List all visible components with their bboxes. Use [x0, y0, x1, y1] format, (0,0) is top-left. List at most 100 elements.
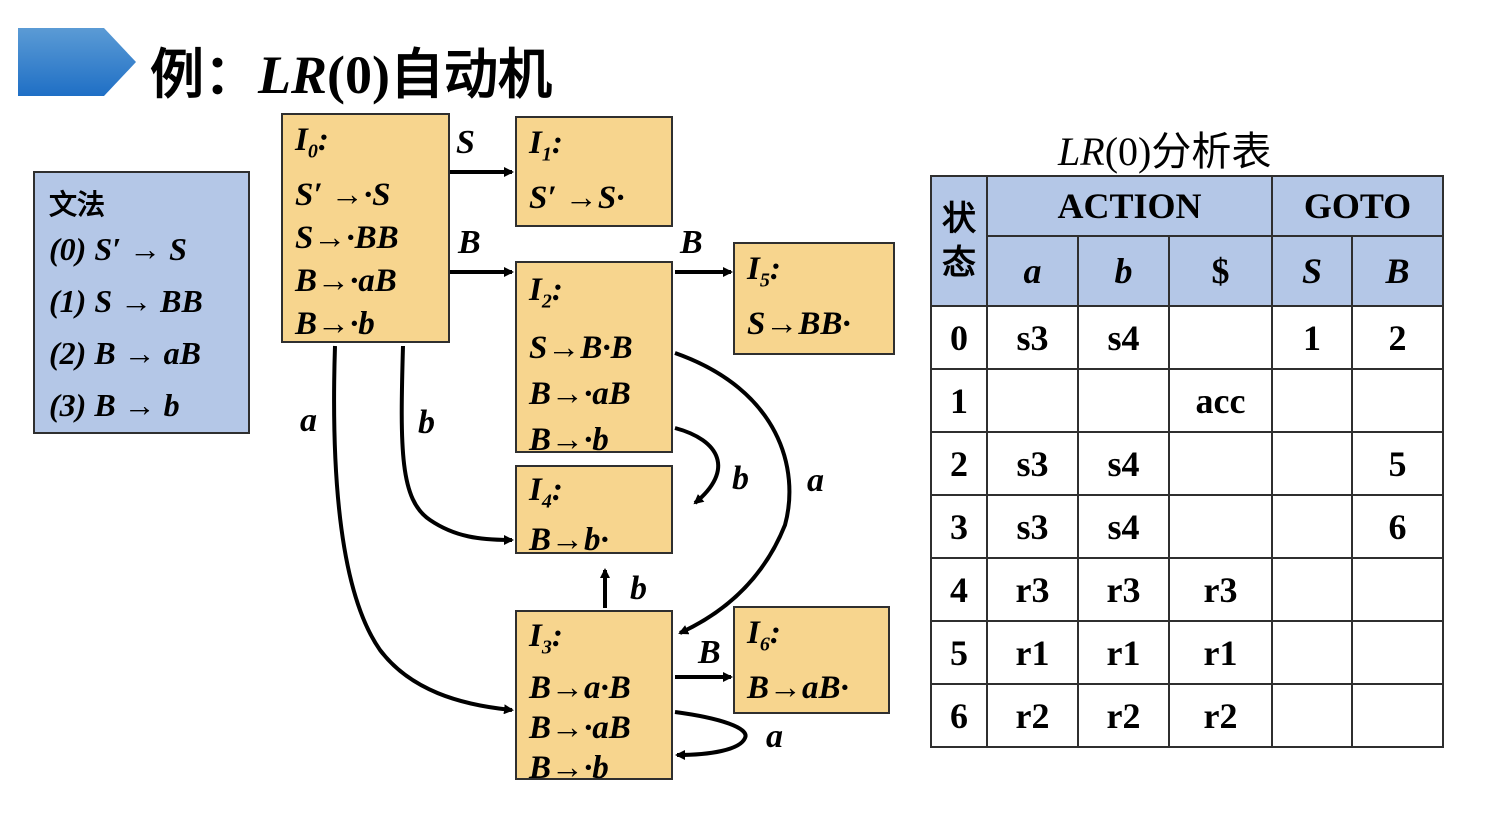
- state-i4: I4: B→b·: [515, 465, 673, 558]
- state-item: S→BB·: [747, 305, 851, 342]
- edge-label-i0-i4: b: [418, 404, 435, 441]
- state-i0: I0: S′ →·S S→·BB B→·aB B→·b: [281, 113, 450, 343]
- table-cell: [1271, 683, 1353, 748]
- edge-label-i2-i5: B: [680, 224, 703, 261]
- table-cell: r1: [1077, 620, 1170, 685]
- table-cell: 6: [1351, 494, 1444, 559]
- edge-label-i3-i6: B: [698, 634, 721, 671]
- state-name: I6:: [747, 615, 781, 656]
- title-paren: (0): [327, 45, 390, 105]
- table-cell: r1: [986, 620, 1079, 685]
- table-cell: [1271, 494, 1353, 559]
- edge-label-i0-i2: B: [458, 224, 481, 261]
- table-cell: [1271, 557, 1353, 622]
- col-header: B: [1351, 235, 1444, 307]
- state-item: B→·aB: [529, 375, 631, 412]
- table-cell: s4: [1077, 431, 1170, 496]
- table-cell: s3: [986, 431, 1079, 496]
- table-cell: 4: [930, 557, 988, 622]
- state-item: S′ →·S: [295, 176, 391, 213]
- table-cell: r2: [1077, 683, 1170, 748]
- edge-label-i3-i4: b: [630, 570, 647, 607]
- table-cell: 1: [1271, 305, 1353, 370]
- edge-i2-i3: [674, 351, 792, 635]
- edge-label-i2-i3: a: [807, 462, 824, 499]
- table-cell: [1271, 368, 1353, 433]
- table-cell: [1168, 305, 1273, 370]
- table-cell: [1168, 494, 1273, 559]
- table-cell: 0: [930, 305, 988, 370]
- edge-i0-i3: [332, 345, 514, 715]
- table-cell: [1271, 620, 1353, 685]
- table-cell: r1: [1168, 620, 1273, 685]
- table-cell: r3: [1168, 557, 1273, 622]
- state-item: B→·b: [295, 305, 375, 342]
- table-cell: r2: [1168, 683, 1273, 748]
- state-item: B→a·B: [529, 669, 631, 706]
- caption-rest: (0)分析表: [1104, 129, 1272, 174]
- col-header: a: [986, 235, 1079, 307]
- state-name: I5:: [747, 251, 781, 292]
- table-cell: s3: [986, 305, 1079, 370]
- col-header: $: [1168, 235, 1273, 307]
- table-cell: 2: [930, 431, 988, 496]
- edge-label-i0-i3: a: [300, 402, 317, 439]
- table-cell: 2: [1351, 305, 1444, 370]
- state-item: B→·b: [529, 421, 609, 458]
- table-cell: r3: [1077, 557, 1170, 622]
- title-prefix: 例：: [150, 45, 258, 105]
- table-cell: [1351, 683, 1444, 748]
- grammar-rule: (3) B → b: [49, 387, 180, 423]
- state-item: B→aB·: [747, 669, 849, 706]
- table-row: 1 acc: [930, 368, 1444, 433]
- grammar-rule: (1) S → BB: [49, 283, 203, 319]
- edge-i3-i3: [674, 710, 748, 760]
- table-cell: s3: [986, 494, 1079, 559]
- state-item: S→·BB: [295, 219, 399, 256]
- grammar-rule: (2) B → aB: [49, 335, 201, 371]
- table-cell: 6: [930, 683, 988, 748]
- state-i1: I1: S′ →S·: [515, 116, 673, 227]
- table-cell: r2: [986, 683, 1079, 748]
- state-name: I4:: [529, 472, 563, 513]
- edge-label-i2-i4: b: [732, 460, 749, 497]
- table-cell: [1351, 368, 1444, 433]
- action-header: ACTION: [986, 175, 1273, 237]
- state-item: B→·aB: [529, 709, 631, 746]
- caption-lr: LR: [1058, 129, 1105, 174]
- state-i6: I6: B→aB·: [733, 606, 890, 714]
- title-lr: LR: [258, 45, 328, 105]
- page-title: 例：LR(0)自动机: [150, 30, 552, 109]
- col-header: S: [1271, 235, 1353, 307]
- table-cell: 1: [930, 368, 988, 433]
- table-cell: [1168, 431, 1273, 496]
- table-cell: [1351, 557, 1444, 622]
- state-name: I0:: [295, 122, 329, 163]
- table-cell: r3: [986, 557, 1079, 622]
- table-cell: acc: [1168, 368, 1273, 433]
- edge-label-i3-i3: a: [766, 718, 783, 755]
- state-item: B→·b: [529, 749, 609, 786]
- title-banner-arrow: [18, 28, 136, 96]
- table-cell: 3: [930, 494, 988, 559]
- edge-i2-i4: [674, 426, 721, 505]
- goto-header: GOTO: [1271, 175, 1444, 237]
- table-cell: 5: [1351, 431, 1444, 496]
- table-cell: [1351, 620, 1444, 685]
- table-cell: [986, 368, 1079, 433]
- col-header: b: [1077, 235, 1170, 307]
- state-i2: I2: S→B·B B→·aB B→·b: [515, 261, 673, 458]
- state-item: S′ →S·: [529, 179, 625, 216]
- grammar-title: 文法: [49, 188, 106, 221]
- state-i3: I3: B→a·B B→·aB B→·b: [515, 610, 673, 786]
- grammar-rule: (0) S′ → S: [49, 231, 187, 267]
- state-item: B→b·: [529, 521, 609, 558]
- state-name: I2:: [529, 272, 563, 313]
- table-cell: 5: [930, 620, 988, 685]
